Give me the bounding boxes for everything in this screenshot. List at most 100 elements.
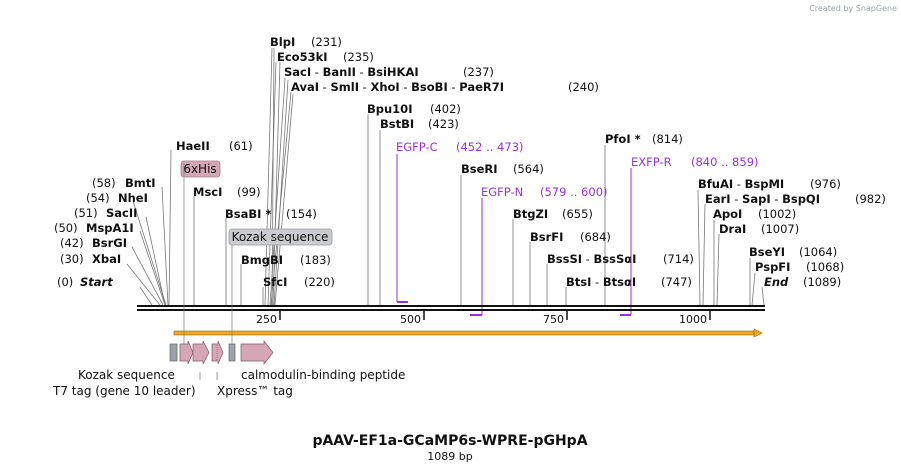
enzyme-pos: (976) — [810, 177, 841, 191]
enzyme-pos: (747) — [661, 275, 692, 289]
enzyme-end: End — [764, 275, 789, 289]
enzyme-mspa1i: MspA1I — [86, 221, 134, 235]
enzyme-pos: (50) — [54, 221, 78, 235]
enzyme-bsobi: BsoBI — [411, 80, 448, 94]
enzyme-sapi: SapI — [742, 192, 771, 206]
enzyme-saci: SacI — [284, 65, 311, 79]
tick-label: 750 — [543, 313, 564, 326]
enzyme-pos: (402) — [430, 102, 461, 116]
enzyme-pos: (235) — [343, 50, 374, 64]
his-tag-label: 6xHis — [183, 162, 216, 176]
enzyme-smli: SmlI — [331, 80, 360, 94]
enzyme-pos: (51) — [74, 206, 98, 220]
feature-box-his: 6xHis — [180, 160, 221, 178]
enzyme-pos: (1089) — [803, 275, 841, 289]
enzyme-xbai: XbaI — [92, 252, 121, 266]
snapgene-credit: Created by SnapGene — [809, 4, 897, 13]
enzyme-avai: AvaI — [291, 80, 319, 94]
enzyme-drai: DraI — [719, 222, 746, 236]
enzyme-eari: EarI — [705, 192, 731, 206]
enzyme-pos: (1068) — [806, 260, 844, 274]
enzyme-pos: (42) — [60, 236, 84, 250]
primer-range: (579 .. 600) — [540, 185, 608, 199]
plasmid-title: pAAV-EF1a-GCaMP6s-WPRE-pGHpA — [312, 433, 587, 449]
enzyme-start: Start — [80, 275, 113, 289]
primer-egfp-n: EGFP-N — [481, 185, 523, 199]
enzyme-pos: (655) — [562, 207, 593, 221]
enzyme-haeii: HaeII — [176, 139, 210, 153]
tick-label: 500 — [400, 313, 421, 326]
cbp-label: calmodulin-binding peptide — [241, 368, 405, 382]
enzyme-msci: MscI — [193, 185, 222, 199]
plasmid-length: 1089 bp — [427, 450, 472, 463]
enzyme-bseyi: BseYI — [749, 245, 785, 259]
t7-tag-box — [169, 343, 178, 362]
enzyme-leader-lines — [126, 47, 765, 306]
enzyme-bsihkai: BsiHKAI — [367, 65, 418, 79]
enzyme-pos: (220) — [304, 275, 335, 289]
enzyme-pos: (982) — [855, 192, 886, 206]
enzyme-pos: (30) — [60, 252, 84, 266]
enzyme-bspqi: BspQI — [782, 192, 820, 206]
enzyme-pos: (154) — [286, 207, 317, 221]
enzyme-pspfi: PspFI — [755, 260, 790, 274]
enzyme-btsi: BtsI — [566, 275, 591, 289]
primer-exfp-r: EXFP-R — [631, 155, 672, 169]
enzyme-bseri: BseRI — [461, 162, 498, 176]
enzyme-bmgbi: BmgBI — [241, 253, 283, 267]
enzyme-pos: (684) — [580, 230, 611, 244]
enzyme-labels: (0) Start (30) XbaI (42) BsrGI (50) MspA… — [54, 35, 886, 289]
enzyme-bsssi: BssSI — [547, 252, 582, 266]
enzyme-group-237: SacI - BanII - BsiHKAI — [284, 65, 419, 79]
orf-arrow — [173, 328, 763, 338]
enzyme-sfci: SfcI — [263, 275, 287, 289]
enzyme-sacii: SacII — [106, 206, 137, 220]
primers: EGFP-C (452 .. 473) EGFP-N (579 .. 600) … — [396, 140, 759, 316]
enzyme-pos: (1064) — [799, 245, 837, 259]
enzyme-pos: (814) — [652, 132, 683, 146]
enzyme-eco53ki: Eco53kI — [277, 50, 328, 64]
enzyme-pos: (423) — [428, 117, 459, 131]
enzyme-nhei: NheI — [118, 191, 148, 205]
enzyme-bpu10i: Bpu10I — [367, 102, 412, 116]
feature-labels: Kozak sequence T7 tag (gene 10 leader) X… — [52, 368, 405, 398]
xpress-tag-label: Xpress™ tag — [217, 384, 293, 398]
enzyme-bspmi: BspMI — [745, 177, 785, 191]
enzyme-banii: BanII — [323, 65, 356, 79]
enzyme-pos: (61) — [229, 139, 253, 153]
enzyme-pos: (237) — [463, 65, 494, 79]
enzyme-pos: (0) — [57, 275, 73, 289]
tick-label: 1000 — [679, 313, 707, 326]
enzyme-blpi: BlpI — [270, 35, 295, 49]
enzyme-pfoi: PfoI * — [605, 132, 641, 146]
enzyme-apoi: ApoI — [713, 207, 742, 221]
tick-label: 250 — [256, 313, 277, 326]
enzyme-group-747: BtsI - BtsαI — [566, 275, 636, 289]
enzyme-group-240: AvaI - SmlI - XhoI - BsoBI - PaeR7I — [291, 80, 504, 94]
enzyme-bsssai: BssSαI — [594, 252, 637, 266]
enzyme-pos: (231) — [311, 35, 342, 49]
enzyme-pos: (564) — [513, 162, 544, 176]
primer-range: (840 .. 859) — [691, 155, 759, 169]
primer-range: (452 .. 473) — [456, 140, 524, 154]
enzyme-pos: (99) — [237, 185, 261, 199]
enzyme-pos: (54) — [86, 191, 110, 205]
cbp-arrow — [240, 339, 274, 366]
enzyme-group-714: BssSI - BssSαI — [547, 252, 636, 266]
enzyme-bfuai: BfuAI — [698, 177, 733, 191]
feature-box-kozak: Kozak sequence — [228, 228, 333, 246]
xpress-arrow — [211, 340, 224, 365]
enzyme-pos: (714) — [663, 252, 694, 266]
enzyme-bsabi: BsaBI * — [225, 207, 271, 221]
enzyme-group-982: EarI - SapI - BspQI — [705, 192, 820, 206]
enzyme-paer7i: PaeR7I — [459, 80, 504, 94]
feature-arrows — [169, 163, 274, 380]
enzyme-bsrgi: BsrGI — [92, 236, 127, 250]
enzyme-btgzi: BtgZI — [513, 207, 548, 221]
enzyme-xhoi: XhoI — [370, 80, 399, 94]
enzyme-pos: (183) — [300, 253, 331, 267]
kozak-box-label: Kozak sequence — [232, 230, 329, 244]
enzyme-pos: (1002) — [758, 207, 796, 221]
enzyme-pos: (58) — [92, 176, 116, 190]
